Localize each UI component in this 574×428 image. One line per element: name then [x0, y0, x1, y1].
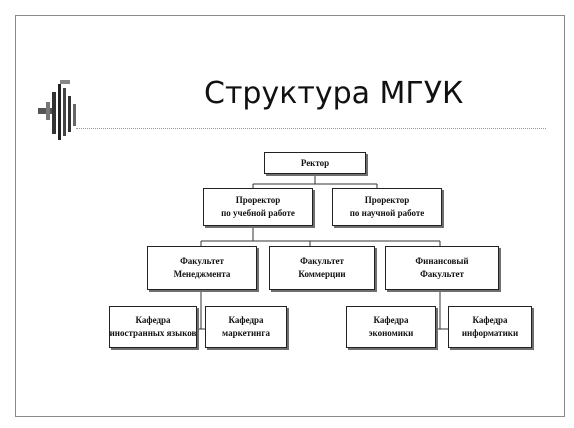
org-box-vice-rector-research: Проректор по научной работе — [332, 188, 442, 226]
org-box-faculty-commerce: Факультет Коммерции — [269, 246, 375, 290]
org-box-label: экономики — [368, 328, 414, 338]
org-box-label: Проректор — [364, 195, 410, 205]
org-box-label: Кафедра — [228, 315, 264, 325]
org-box-vice-rector-education: Проректор по учебной работе — [203, 188, 313, 226]
org-box-label: Кафедра — [373, 315, 409, 325]
org-box-dept-marketing: Кафедра маркетинга — [205, 306, 287, 348]
org-box-label: информатики — [461, 328, 519, 338]
org-box-label: маркетинга — [222, 328, 270, 338]
org-box-label: Кафедра — [135, 315, 171, 325]
org-box-faculty-management: Факультет Менеджмента — [147, 246, 257, 290]
org-box-label: Финансовый — [415, 256, 469, 266]
org-chart-connectors — [197, 174, 448, 330]
logo-emblem-icon — [38, 80, 76, 140]
org-box-faculty-finance: Финансовый Факультет — [385, 246, 499, 290]
org-box-label: по учебной работе — [221, 208, 295, 218]
org-box-dept-economics: Кафедра экономики — [346, 306, 436, 348]
org-box-label: Факультет — [180, 256, 224, 266]
org-box-label: Факультет — [300, 256, 344, 266]
slide: Структура МГУК Ректор Проректор по — [15, 15, 565, 417]
title-divider — [76, 128, 546, 129]
org-box-rector: Ректор — [264, 152, 366, 174]
org-box-label: Проректор — [235, 195, 281, 205]
org-box-label: Менеджмента — [173, 269, 231, 279]
org-box-dept-foreign-languages: Кафедра иностранных языков — [109, 306, 197, 348]
org-box-label: Ректор — [300, 157, 330, 168]
org-box-label: Коммерции — [298, 269, 346, 279]
org-box-label: Факультет — [420, 269, 464, 279]
org-box-label: по научной работе — [349, 208, 425, 218]
org-box-dept-informatics: Кафедра информатики — [448, 306, 532, 348]
org-box-label: иностранных языков — [109, 328, 197, 338]
org-box-label: Кафедра — [472, 315, 508, 325]
slide-title: Структура МГУК — [204, 76, 464, 111]
